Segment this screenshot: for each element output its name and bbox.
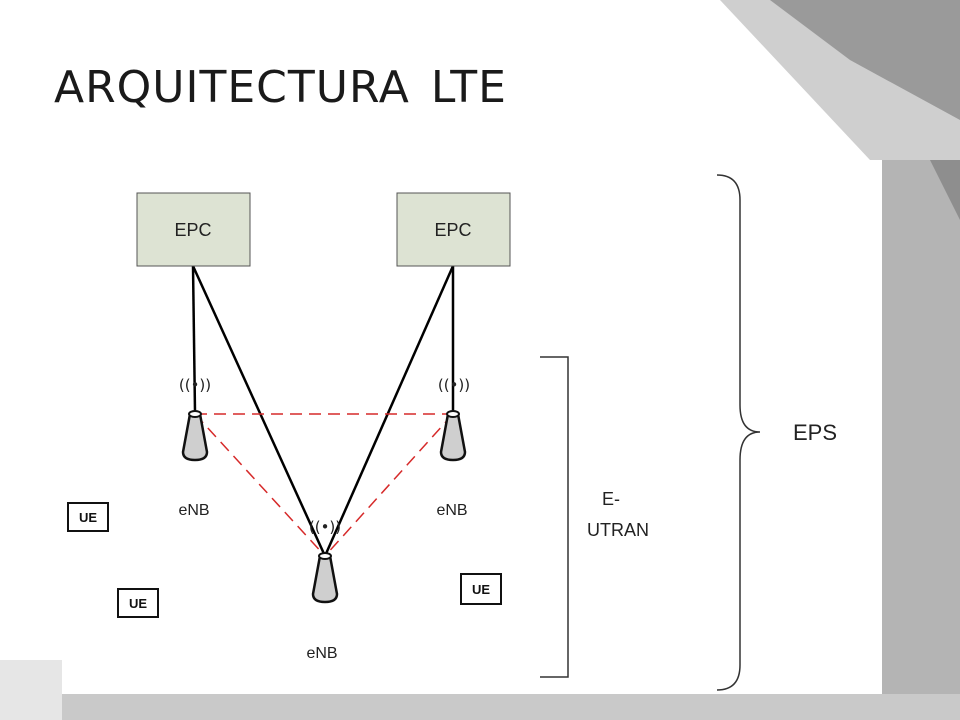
ue-box-1 [67, 502, 109, 532]
enb-tower-icon [311, 554, 339, 604]
ue-label-3: UE [472, 582, 490, 597]
epc-box-2 [396, 192, 511, 267]
ue-box-3 [460, 573, 502, 605]
enb-node-3: ((•)) eNB [306, 518, 341, 662]
right-strip-light [882, 160, 960, 720]
enb-tower-icon [439, 412, 467, 462]
ue-label-1: UE [79, 510, 97, 525]
ue-node-1: UE [67, 502, 109, 532]
enb-label-1: eNB [178, 502, 209, 519]
ue-box-2 [117, 588, 159, 618]
enb-label-2: eNB [436, 502, 467, 519]
antenna-signal-icon: ((•)) [438, 376, 470, 394]
s1-link-epc1-enb3 [191, 265, 327, 557]
bottom-strip [0, 694, 960, 720]
eps-brace [716, 174, 761, 691]
antenna-signal-icon: ((•)) [179, 376, 211, 394]
slide-title: ARQUITECTURA LTE [54, 62, 507, 113]
enb-tower-top [446, 410, 460, 418]
epc-label-2: EPC [434, 220, 471, 240]
eps-label: EPS [793, 420, 837, 445]
eutran-bracket [540, 356, 569, 678]
epc-label-1: EPC [174, 220, 211, 240]
enb-node-1: ((•)) eNB [178, 376, 211, 519]
eutran-label-line-1: E- [602, 489, 620, 509]
ue-label-2: UE [129, 596, 147, 611]
x2-link-enb2-enb3 [324, 413, 454, 557]
enb-node-2: ((•)) eNB [436, 376, 470, 519]
enb-tower-top [318, 552, 332, 560]
corner-band-top-right-dark [770, 0, 960, 120]
s1-link-epc1-enb1 [191, 265, 197, 413]
ue-node-3: UE [460, 573, 502, 605]
x2-links [194, 413, 454, 557]
enb-label-3: eNB [306, 645, 337, 662]
s1-links [191, 265, 455, 557]
epc-box-1 [136, 192, 251, 267]
ue-node-2: UE [117, 588, 159, 618]
s1-link-epc2-enb3 [323, 265, 455, 557]
epc-node-1: EPC [136, 192, 251, 267]
enb-tower-icon [181, 412, 209, 462]
antenna-signal-icon: ((•)) [309, 518, 341, 536]
enb-tower-top [188, 410, 202, 418]
epc-node-2: EPC [396, 192, 511, 267]
eutran-label-line-2: UTRAN [587, 520, 649, 540]
x2-link-enb1-enb3 [194, 413, 326, 557]
bottom-left-light [0, 660, 62, 720]
